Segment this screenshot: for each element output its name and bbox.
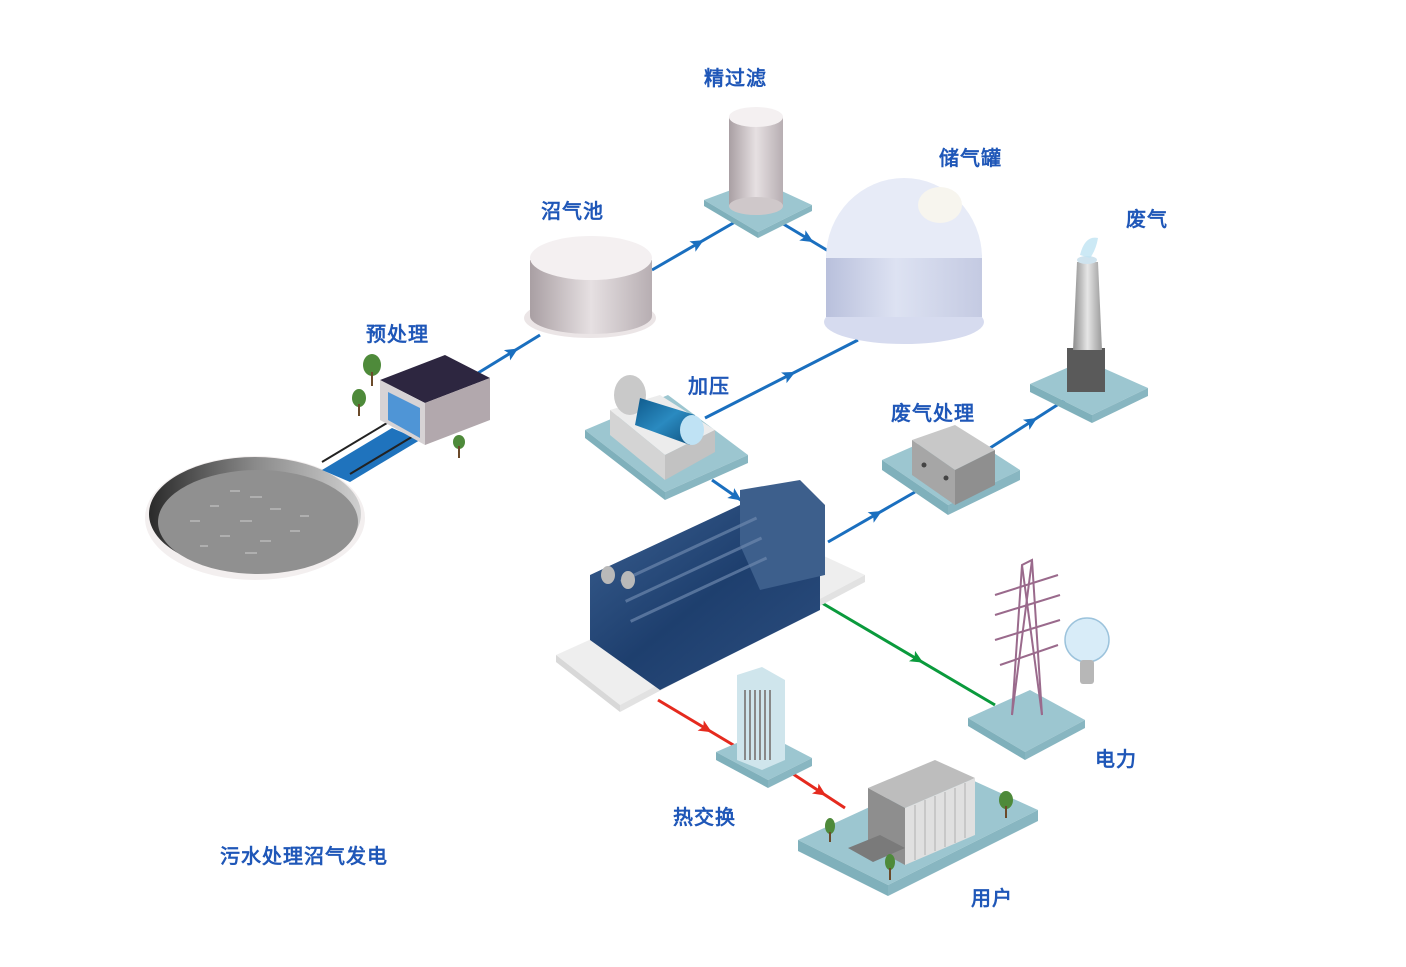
- pretreatment-building: [352, 354, 490, 458]
- label-exhaust-treatment: 废气处理: [891, 401, 975, 425]
- gas-engine-generator: [556, 480, 865, 712]
- user-building: [798, 760, 1038, 896]
- arrow-icon: [727, 488, 742, 501]
- arrow-icon: [689, 240, 704, 252]
- fine-filter: [704, 107, 812, 238]
- arrow-icon: [799, 230, 814, 243]
- label-heat-exchange: 热交换: [673, 805, 736, 829]
- tree-icon: [453, 435, 465, 458]
- compressor: [585, 375, 748, 500]
- label-pretreatment: 预处理: [366, 322, 429, 346]
- tree-icon: [999, 791, 1013, 818]
- heat-exchanger: [716, 667, 812, 788]
- exhaust-treatment: [882, 425, 1020, 515]
- arrow-icon: [811, 783, 827, 796]
- label-power: 电力: [1095, 747, 1137, 771]
- flow-line-compress-to-gasholder: [704, 338, 859, 420]
- label-fine-filter: 精过滤: [704, 66, 767, 90]
- power-tower: [968, 558, 1110, 760]
- flow-line-engine-to-power: [821, 601, 996, 707]
- label-gas-holder: 储气罐: [939, 146, 1002, 170]
- arrow-icon: [503, 348, 519, 361]
- arrow-icon: [867, 511, 882, 523]
- label-exhaust: 废气: [1126, 207, 1168, 231]
- light-bulb-icon: [1064, 617, 1110, 684]
- arrow-icon: [781, 371, 796, 384]
- tree-icon: [825, 818, 835, 842]
- flow-line-digester-to-filter: [651, 220, 736, 272]
- label-user: 用户: [971, 886, 1013, 910]
- flow-lines: [477, 220, 1066, 810]
- arrow-icon: [1022, 417, 1038, 430]
- tree-icon: [363, 354, 381, 386]
- arrow-icon: [697, 720, 712, 733]
- arrow-icon: [908, 650, 924, 663]
- flow-line-engine-to-exhaust_treat: [827, 490, 916, 544]
- gas-holder-tank: [824, 178, 984, 344]
- digester-tank: [524, 236, 656, 338]
- bridge: [321, 419, 421, 482]
- flow-line-pretreat-to-digester: [477, 333, 541, 375]
- sewage-pool: [145, 456, 365, 580]
- exhaust-stack: [1030, 237, 1148, 423]
- label-digester: 沼气池: [541, 199, 604, 223]
- flow-line-heat_exchange-to-user: [789, 770, 846, 810]
- flow-line-engine-to-heat_exchange: [657, 698, 746, 754]
- tree-icon: [885, 854, 895, 880]
- flow-line-exhaust_treat-to-stack: [989, 398, 1066, 450]
- label-compressor: 加压: [688, 374, 730, 398]
- tree-icon: [352, 389, 366, 416]
- diagram-title: 污水处理沼气发电: [220, 844, 388, 868]
